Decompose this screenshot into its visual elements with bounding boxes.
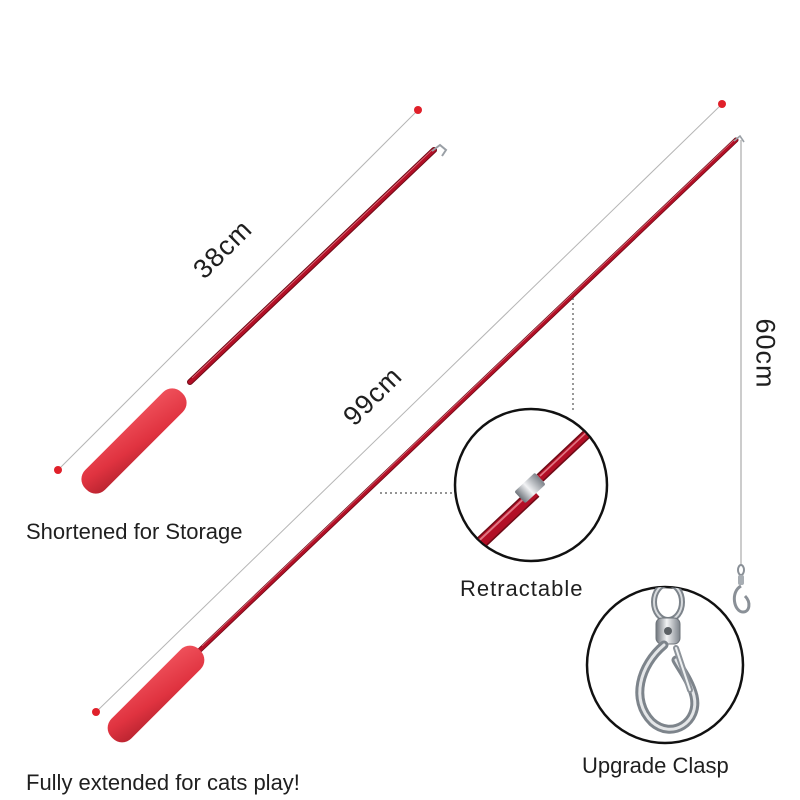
small-clasp-icon xyxy=(732,564,751,614)
clasp-detail-lens xyxy=(585,585,745,745)
measure-endpoint-dot xyxy=(718,100,726,108)
clasp-caption: Upgrade Clasp xyxy=(582,753,729,778)
foam-handle xyxy=(81,388,187,494)
storage-caption: Shortened for Storage xyxy=(26,519,243,544)
long-wand-measure xyxy=(92,100,726,716)
short-wand xyxy=(81,143,448,494)
extended-caption: Fully extended for cats play! xyxy=(26,770,300,795)
measure-endpoint-dot xyxy=(414,106,422,114)
short-wand-measure xyxy=(54,106,422,474)
detail-connector xyxy=(380,298,574,494)
measure-endpoint-dot xyxy=(92,708,100,716)
string-length-label: 60cm xyxy=(750,318,781,389)
foam-handle xyxy=(107,645,205,743)
string-line xyxy=(732,140,751,614)
long-wand xyxy=(107,134,745,743)
metal-joint xyxy=(515,473,545,503)
retractable-detail-lens xyxy=(453,407,609,563)
swivel-snap-hook-icon xyxy=(635,587,700,734)
retractable-caption: Retractable xyxy=(460,576,584,601)
measure-endpoint-dot xyxy=(54,466,62,474)
tip-hook-icon xyxy=(431,143,448,157)
tip-hook-icon xyxy=(733,134,745,143)
